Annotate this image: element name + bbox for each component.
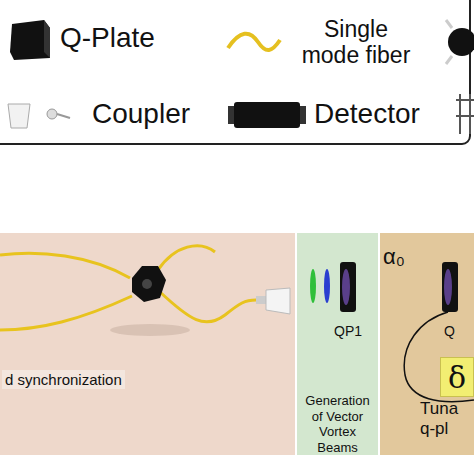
fiber <box>158 246 215 270</box>
stage-icon <box>456 94 474 134</box>
legend-frame <box>0 0 470 144</box>
component-label: α₀ <box>383 244 405 270</box>
component-label: QP1 <box>334 323 362 339</box>
coupler-icon <box>8 104 70 128</box>
legend-text: Detector <box>314 98 420 130</box>
legend-text: Single mode fiber <box>300 16 412 69</box>
q-plate <box>340 262 356 312</box>
symbol-text: δ <box>448 360 466 395</box>
fiber <box>0 296 132 330</box>
fiber-coupler <box>256 296 266 304</box>
panel-ground <box>297 233 378 455</box>
panel-caption: Generation of Vector Vortex Beams <box>299 393 376 455</box>
coupler-body <box>142 279 152 289</box>
detector-icon <box>228 102 306 128</box>
fiber <box>0 253 130 278</box>
q-plate <box>442 262 458 312</box>
panel: Generation of Vector Vortex Beams <box>297 233 378 455</box>
fiber-coupler <box>266 288 290 314</box>
q-plate-lens <box>444 269 452 305</box>
q-plate-lens <box>342 269 350 305</box>
wave-plate <box>310 269 316 303</box>
fiber-icon <box>228 34 280 50</box>
coupler-body <box>132 266 166 302</box>
shadow <box>110 324 190 336</box>
panel-ground <box>0 233 295 455</box>
wave-plate <box>324 269 330 303</box>
highlight-box: δ <box>440 357 474 397</box>
panel-caption: Tuna q-pl <box>420 399 466 440</box>
panel-ground <box>380 233 474 455</box>
q-plate-icon <box>10 20 50 60</box>
fiber <box>160 292 256 322</box>
panel-caption: d synchronization <box>2 370 125 389</box>
legend-text: Q-Plate <box>60 22 155 54</box>
component-label: Q <box>444 323 455 339</box>
tuning-wire <box>404 312 474 402</box>
coupler-body-icon <box>446 20 474 64</box>
panel: d synchronization <box>0 233 295 455</box>
legend-text: Coupler <box>92 98 190 130</box>
